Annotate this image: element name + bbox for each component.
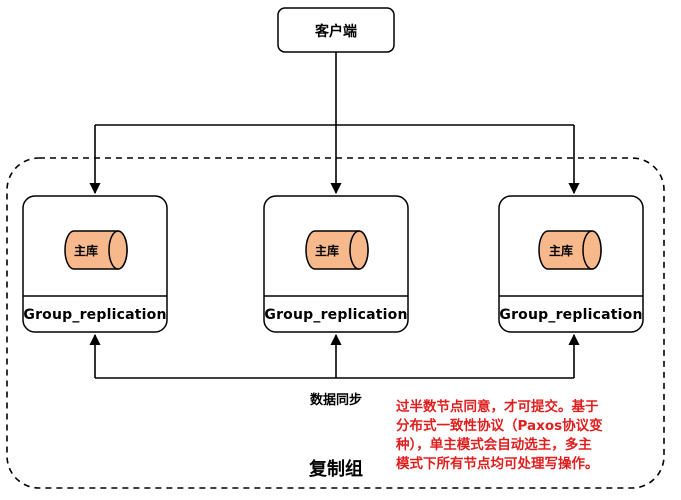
node-2-db-label: 主库 xyxy=(315,243,339,258)
node-3: 主库 Group_replication xyxy=(498,195,644,333)
note-line-3: 种），单主模式会自动选主，多主 xyxy=(395,436,592,453)
client-label: 客户端 xyxy=(314,23,357,40)
node-1-db-label: 主库 xyxy=(74,243,98,258)
node-2-database-icon xyxy=(305,230,369,270)
consensus-note: 过半数节点同意，才可提交。基于 分布式一致性协议（Paxos协议变 种），单主模… xyxy=(395,398,603,472)
node-1-database-icon xyxy=(64,230,128,270)
note-line-1: 过半数节点同意，才可提交。基于 xyxy=(396,398,599,415)
group-label: 复制组 xyxy=(308,458,363,480)
node-3-db-label: 主库 xyxy=(549,243,573,258)
note-line-4: 模式下所有节点均可处理写操作。 xyxy=(396,455,599,472)
node-1-replication-label: Group_replication xyxy=(23,307,166,323)
node-2: 主库 Group_replication xyxy=(263,195,409,333)
node-2-replication-label: Group_replication xyxy=(264,307,407,323)
sync-label: 数据同步 xyxy=(310,392,362,408)
node-3-replication-label: Group_replication xyxy=(499,307,642,323)
replication-group-outline xyxy=(6,157,665,489)
note-line-2: 分布式一致性协议（Paxos协议变 xyxy=(396,417,603,434)
node-3-database-icon xyxy=(538,230,602,270)
node-1: 主库 Group_replication xyxy=(22,195,168,333)
